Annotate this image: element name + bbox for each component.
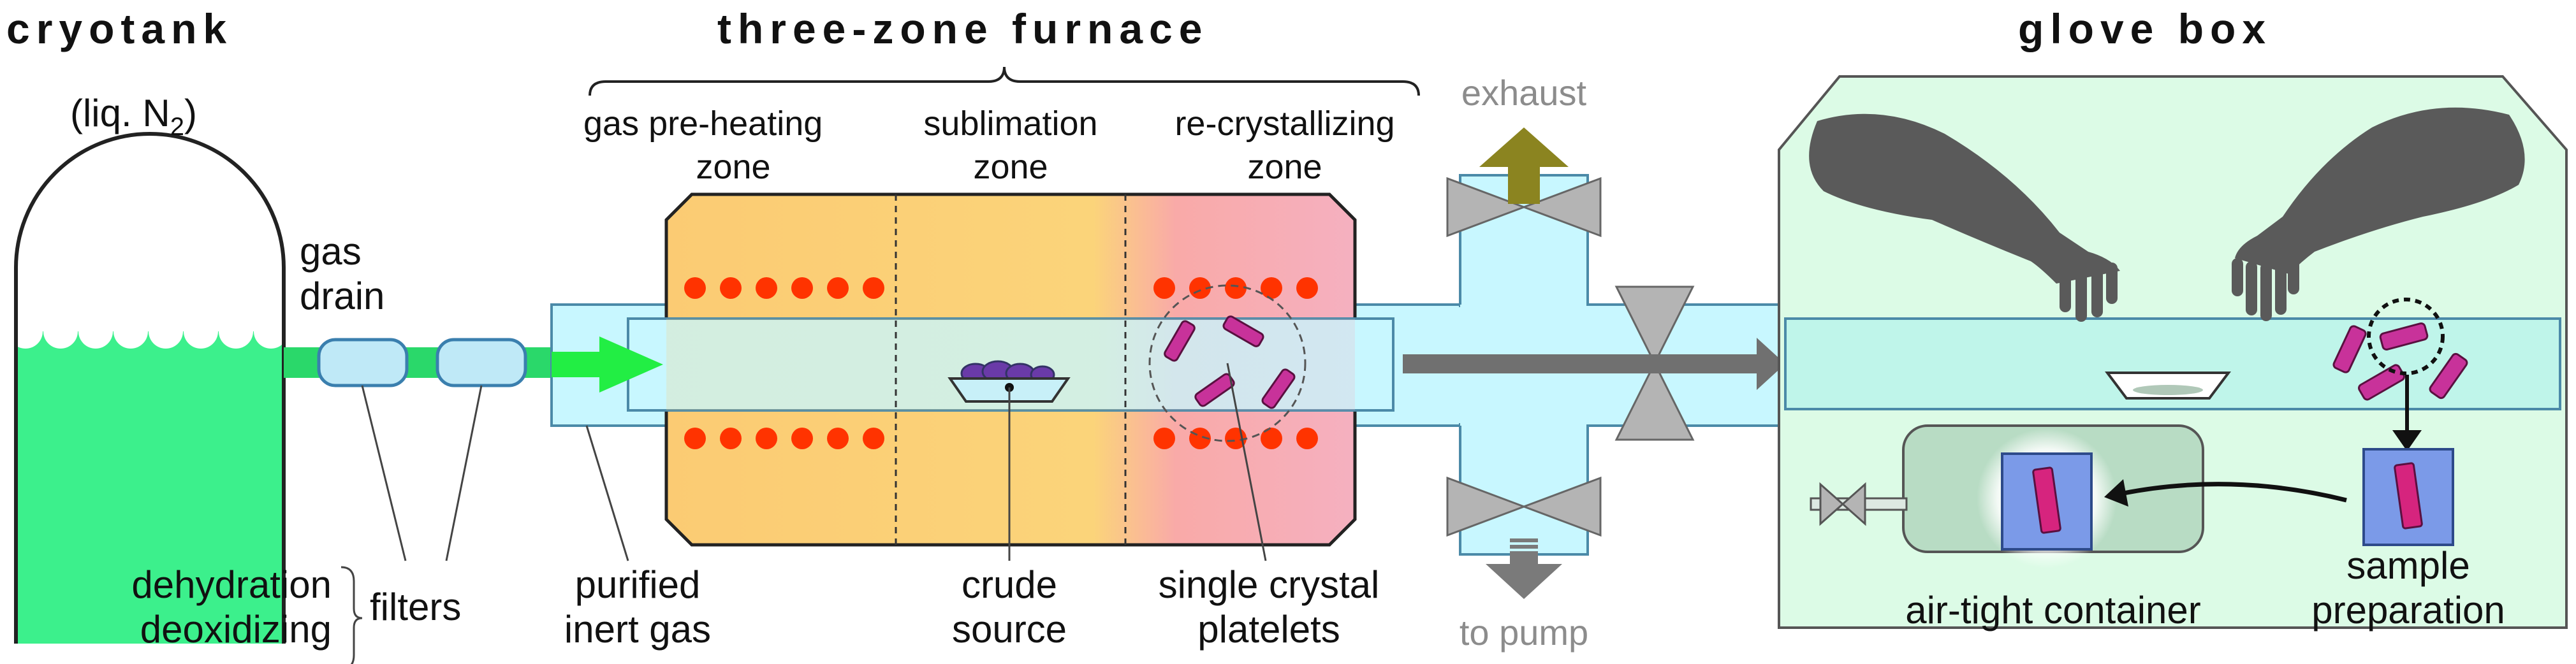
title-glovebox: glove box xyxy=(2018,5,2272,52)
gas-drain-label-1: gas xyxy=(300,230,362,273)
sample-crystal-prep xyxy=(2394,462,2423,530)
purified-gas-arrow xyxy=(552,336,663,393)
transfer-arrow-head xyxy=(2104,479,2128,507)
sample-prep-label-1: sample xyxy=(2346,544,2470,587)
heaters-bottom xyxy=(684,428,1318,449)
left-glove xyxy=(1809,113,2120,322)
filter-deoxidizing xyxy=(435,338,527,387)
liq-n2-label: (liq. N2) xyxy=(70,92,197,141)
zone-preheat-label-1: gas pre-heating xyxy=(583,105,823,143)
zone-preheat-label-2: zone xyxy=(696,148,770,186)
zone-recryst-label-2: zone xyxy=(1247,148,1322,186)
heaters-top xyxy=(684,277,1318,299)
sample-prep-label-2: preparation xyxy=(2311,589,2505,632)
glovebox-valve xyxy=(1614,285,1695,441)
transfer-arrow-curve xyxy=(2119,482,2347,503)
boat-residue xyxy=(2133,385,2203,395)
leader-lines xyxy=(340,363,1267,664)
deoxidizing-label: deoxidizing xyxy=(140,608,332,651)
title-furnace: three-zone furnace xyxy=(717,5,1208,52)
title-cryotank: cryotank xyxy=(6,5,233,52)
cryotank: (liq. N2) xyxy=(14,92,286,644)
selected-crystal-circle xyxy=(2367,298,2445,375)
right-glove xyxy=(2232,107,2525,321)
filter-dehydration xyxy=(317,338,409,387)
exhaust-valve xyxy=(1446,177,1602,238)
transport-arrow xyxy=(1403,338,1785,390)
gas-drain-label-2: drain xyxy=(300,275,384,317)
single-crystal-label-1: single crystal xyxy=(1159,563,1380,606)
purified-gas-label-2: inert gas xyxy=(564,608,711,651)
zone-sublimation-label-2: zone xyxy=(973,148,1048,186)
sample-crystal-container xyxy=(2032,466,2061,534)
liquid-nitrogen xyxy=(16,331,284,644)
three-zone-furnace xyxy=(627,192,1394,547)
purified-gas-label-1: purified xyxy=(575,563,701,606)
airtight-container-label: air-tight container xyxy=(1905,589,2201,632)
furnace-brace xyxy=(589,66,1420,96)
pump-valve xyxy=(1446,476,1602,537)
zone-recryst-label-1: re-crystallizing xyxy=(1175,105,1394,143)
zone-sublimation-label-1: sublimation xyxy=(923,105,1097,143)
dehydration-label: dehydration xyxy=(131,563,332,606)
exhaust-arrow xyxy=(1479,127,1569,204)
to-pump-label: to pump xyxy=(1460,612,1588,653)
filters-label: filters xyxy=(370,586,461,628)
crystal-platelets-furnace xyxy=(1164,315,1296,409)
crude-source-label-2: source xyxy=(952,608,1067,651)
crude-source-label-1: crude xyxy=(962,563,1057,606)
tank-outline xyxy=(14,132,286,644)
crystal-platelets-glovebox xyxy=(2332,322,2468,401)
liquid-surface xyxy=(16,314,284,349)
growth-region-circle xyxy=(1148,284,1306,442)
pump-arrow xyxy=(1486,538,1562,599)
container-valve xyxy=(1819,482,1866,526)
glove-box xyxy=(1778,75,2568,629)
single-crystal-label-2: platelets xyxy=(1197,608,1340,651)
selection-arrow-head xyxy=(2392,430,2422,451)
exhaust-label: exhaust xyxy=(1461,73,1587,113)
